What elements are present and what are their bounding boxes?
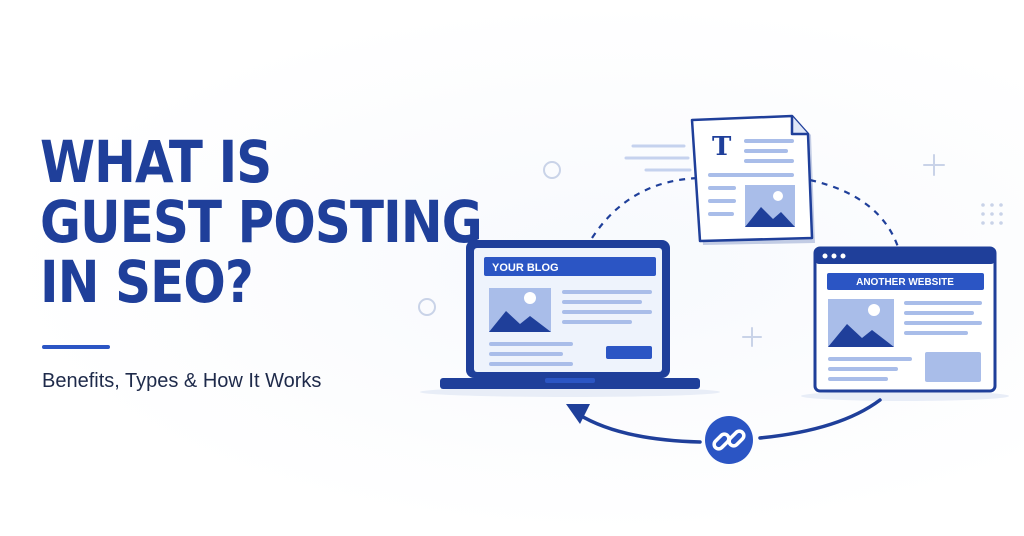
motion-lines <box>624 144 692 172</box>
your-blog-label: YOUR BLOG <box>492 262 559 274</box>
title-line-2: GUEST POSTING <box>40 188 483 256</box>
blog-button <box>606 346 652 359</box>
dashed-connector <box>591 176 701 239</box>
backlink-arrow <box>576 412 702 444</box>
dashed-connector <box>809 178 900 248</box>
circle-decoration-icon <box>543 161 561 179</box>
your-blog-header <box>484 257 656 276</box>
circle-decoration-icon <box>418 298 436 316</box>
text-document-icon: T <box>690 114 815 245</box>
document-letter: T <box>712 132 732 162</box>
website-shadow <box>801 391 1009 401</box>
website-block <box>925 352 981 382</box>
title-line-3: IN SEO? <box>40 248 254 316</box>
plus-sparkle-icon <box>923 154 945 176</box>
title-divider <box>42 345 110 349</box>
image-placeholder-icon <box>489 288 551 332</box>
dot-grid-icon <box>981 203 1003 225</box>
another-website-header <box>827 273 984 290</box>
laptop: YOUR BLOG <box>440 240 700 389</box>
text-lines <box>489 290 652 366</box>
another-website-window: ANOTHER WEBSITE <box>813 246 997 393</box>
another-website-label: ANOTHER WEBSITE <box>856 277 954 288</box>
backlink-arrow <box>758 398 882 440</box>
laptop-shadow <box>420 387 720 397</box>
image-placeholder-icon <box>745 185 795 227</box>
title-line-1: WHAT IS <box>40 128 272 196</box>
arrow-head-icon <box>566 404 590 424</box>
subtitle: Benefits, Types & How It Works <box>42 370 322 392</box>
plus-sparkle-icon <box>742 327 762 347</box>
link-icon <box>705 416 753 464</box>
image-placeholder-icon <box>828 299 894 347</box>
page-title: WHAT IS GUEST POSTING IN SEO? <box>40 132 554 312</box>
